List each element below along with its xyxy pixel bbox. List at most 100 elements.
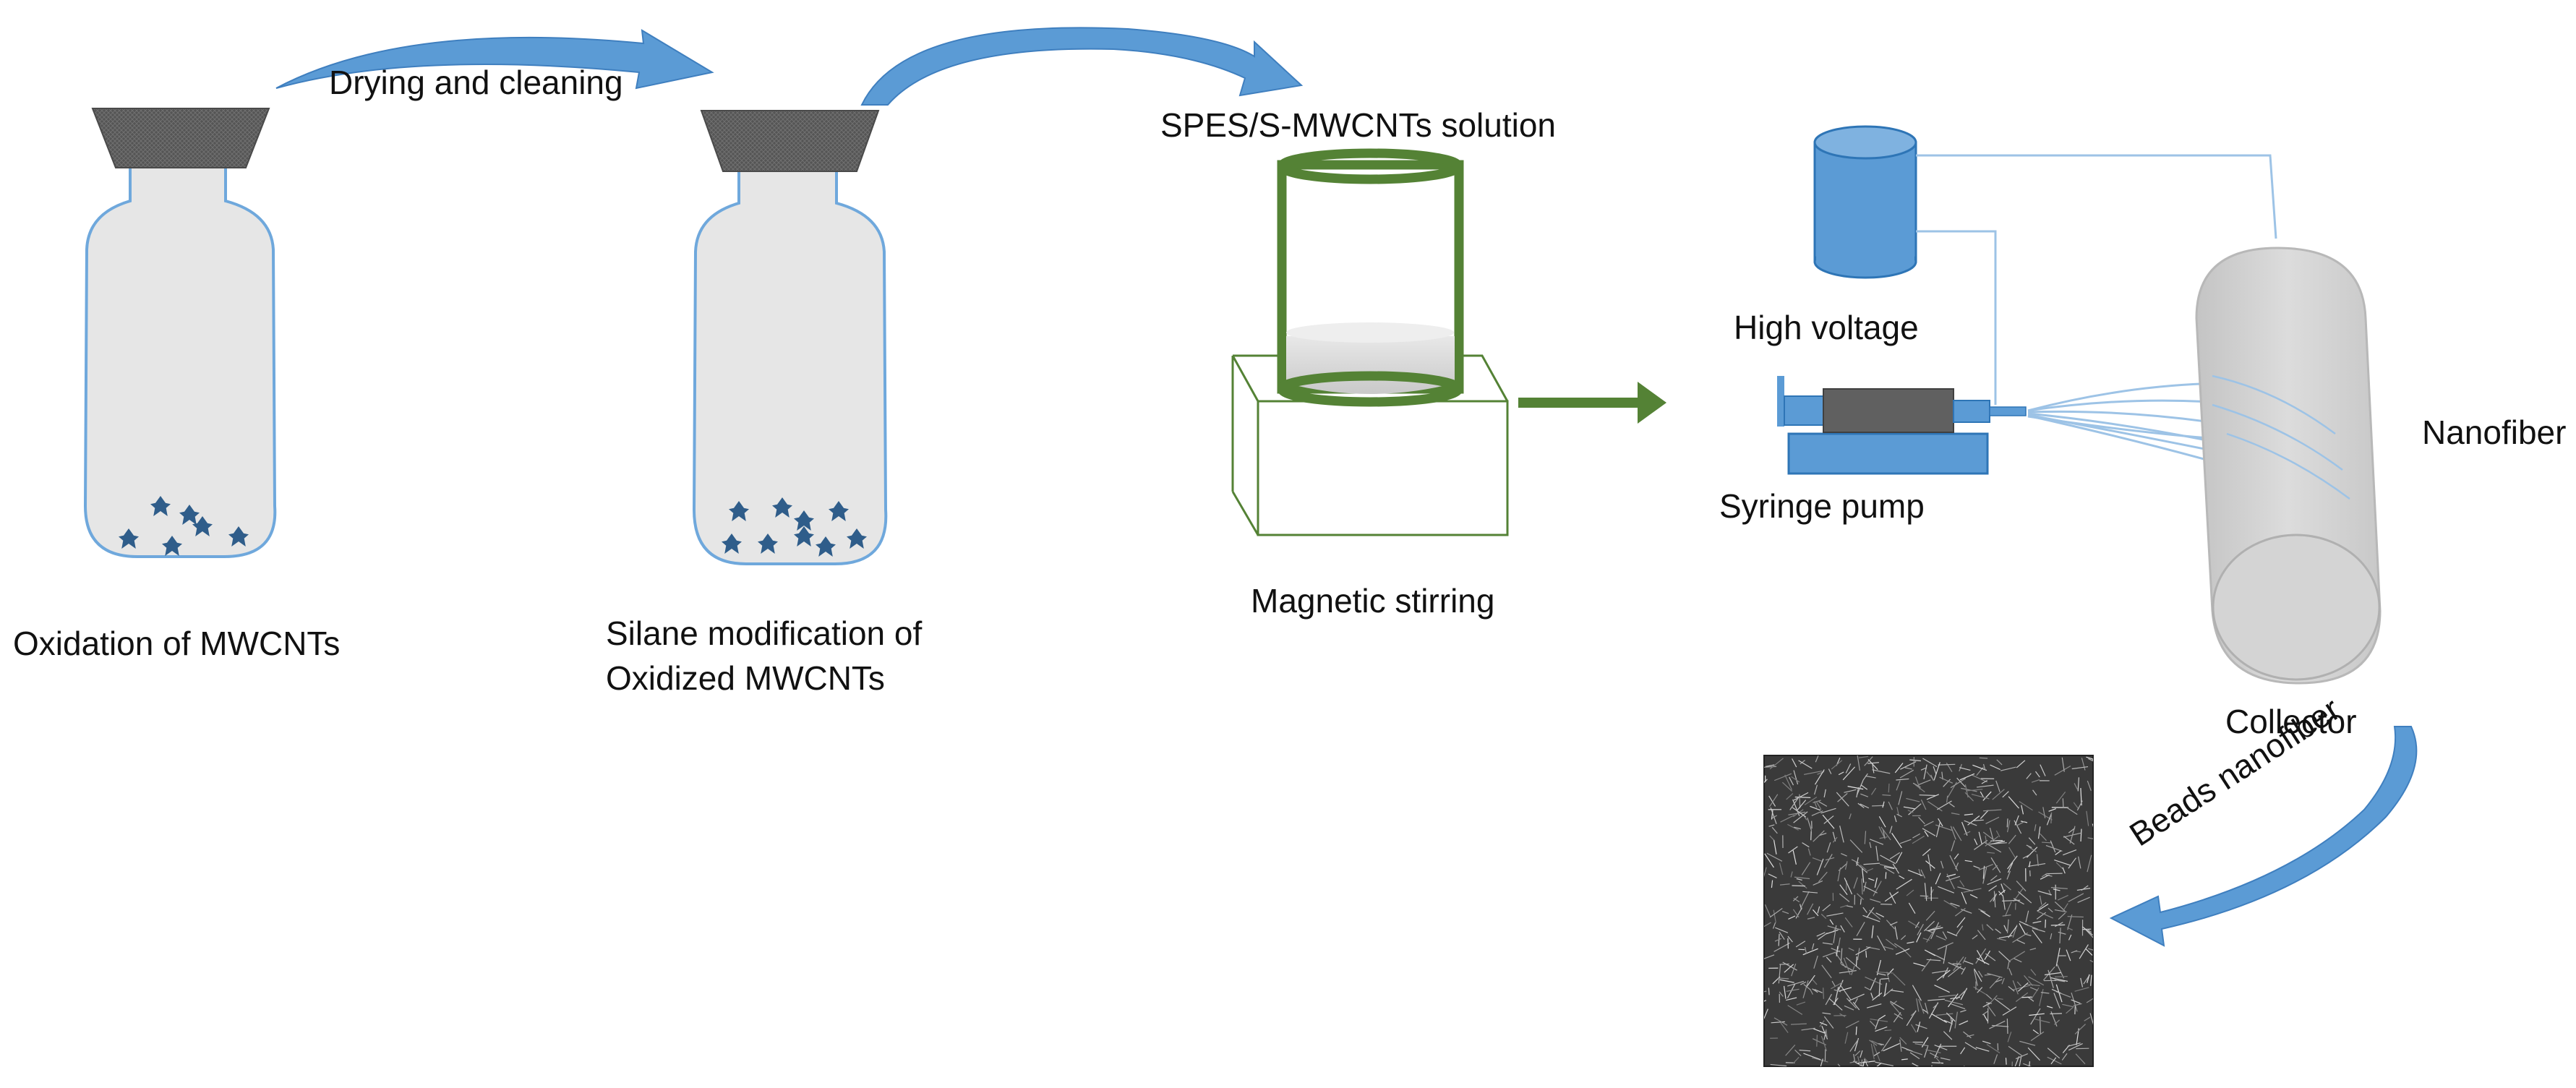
sem-fiber-strand xyxy=(2029,948,2037,951)
sem-fiber-strand xyxy=(1950,1016,1953,1025)
sem-fiber-strand xyxy=(1936,969,1951,981)
arrow-to-electrospinning xyxy=(1518,382,1666,424)
mwcnt-particle xyxy=(162,536,182,556)
sem-fiber-strand xyxy=(1825,857,1835,861)
sem-fiber-strand xyxy=(1862,1061,1865,1066)
sem-fiber-strand xyxy=(2008,796,2019,809)
sem-fiber-strand xyxy=(2085,948,2093,956)
sem-fiber-strand xyxy=(2014,1056,2020,1066)
sem-fiber-strand xyxy=(1851,859,1860,864)
sem-fiber-strand xyxy=(1896,807,1899,816)
sem-fiber-strand xyxy=(1976,957,1990,965)
sem-fiber-strand xyxy=(1982,1014,1988,1021)
sem-fiber-strand xyxy=(1954,1011,1958,1029)
sem-fiber-strand xyxy=(1983,809,2002,812)
flask-oxidation xyxy=(83,108,277,558)
sem-fiber-strand xyxy=(1943,779,1951,787)
sem-fiber-strand xyxy=(1890,990,1904,993)
sem-fiber-strand xyxy=(1812,857,1823,862)
sem-fiber-strand xyxy=(1856,787,1860,798)
sem-fiber-strand xyxy=(2028,861,2031,868)
sem-fiber-strand xyxy=(2047,1056,2062,1065)
sem-fiber-strand xyxy=(2028,976,2045,986)
sem-fiber-strand xyxy=(1963,1031,1972,1039)
sem-fiber-strand xyxy=(1844,789,1857,793)
sem-fiber-strand xyxy=(1967,1034,1974,1037)
sem-fiber-strand xyxy=(1779,991,1784,997)
sem-fiber-strand xyxy=(1886,972,1890,982)
sem-fiber-strand xyxy=(1777,977,1789,980)
sem-fiber-strand xyxy=(1987,972,2003,978)
sem-fiber-strand xyxy=(1901,1058,1908,1061)
sem-fiber-strand xyxy=(1793,792,1809,801)
beaker xyxy=(1277,148,1464,407)
sem-fiber-strand xyxy=(1842,766,1856,781)
sem-fiber-strand xyxy=(1858,755,1869,758)
sem-fiber-strand xyxy=(1878,1014,1886,1020)
sem-fiber-strand xyxy=(1918,816,1925,825)
sem-fiber-strand xyxy=(2022,854,2031,859)
sem-fiber-strand xyxy=(1987,852,1995,854)
sem-fiber-strand xyxy=(1840,925,1845,933)
sem-fiber-strand xyxy=(1954,908,1966,917)
sem-fiber-strand xyxy=(1802,891,1818,894)
sem-fiber-strand xyxy=(1845,957,1861,970)
sem-fiber-strand xyxy=(1899,1037,1907,1045)
sem-fiber-strand xyxy=(1993,893,1997,901)
sem-fiber-strand xyxy=(1973,865,1980,869)
sem-fiber-strand xyxy=(1909,1052,1920,1060)
sem-fiber-strand xyxy=(1822,814,1835,829)
sem-fiber-strand xyxy=(1768,795,1776,807)
sem-fiber-strand xyxy=(1802,980,1809,998)
sem-fiber-strand xyxy=(1974,838,1978,845)
label-collector: Collector xyxy=(2225,703,2357,740)
sem-fiber-strand xyxy=(1826,1029,1828,1038)
sem-fiber-strand xyxy=(1948,961,1965,970)
sem-fiber-strand xyxy=(1946,873,1955,890)
sem-fiber-strand xyxy=(1862,907,1867,913)
sem-fiber-strand xyxy=(1971,794,1990,800)
sem-fiber-strand xyxy=(1773,773,1792,781)
sem-fiber-strand xyxy=(1792,1056,1800,1064)
sem-fiber-strand xyxy=(2032,928,2045,933)
sem-fiber-strand xyxy=(1946,795,1948,803)
sem-fiber-strand xyxy=(1886,968,1894,976)
sem-fiber-strand xyxy=(2019,801,2033,811)
sem-fiber-strand xyxy=(1960,1047,1966,1055)
sem-fiber-strand xyxy=(1880,1037,1892,1052)
sem-fiber-strand xyxy=(2087,974,2090,983)
sem-fiber-strand xyxy=(1869,909,1881,920)
sem-fiber-strand xyxy=(2039,988,2044,1006)
sem-fiber-strand xyxy=(2002,895,2006,910)
sem-fiber-strand xyxy=(1837,1063,1841,1066)
sem-fiber-strand xyxy=(1785,1044,1796,1056)
sem-image xyxy=(1763,755,2094,1067)
sem-fiber-strand xyxy=(2045,919,2046,928)
sem-fiber-strand xyxy=(1934,1045,1948,1050)
sem-fiber-strand xyxy=(1951,1003,1966,1010)
sem-fiber-strand xyxy=(1990,875,1998,881)
sem-fiber-strand xyxy=(2028,837,2036,845)
sem-fiber-strand xyxy=(1779,963,1789,965)
sem-fiber-strand xyxy=(1853,1053,1856,1063)
sem-fiber-strand xyxy=(1907,941,1914,944)
sem-fiber-strand xyxy=(1871,925,1874,938)
sem-fiber-strand xyxy=(1870,1043,1875,1060)
sem-fiber-strand xyxy=(1937,800,1952,810)
label-nanofiber: Nanofiber xyxy=(2422,414,2567,451)
sem-fiber-strand xyxy=(1893,973,1906,986)
sem-fiber-strand xyxy=(1787,980,1805,987)
sem-fiber-strand xyxy=(1988,885,1998,892)
sem-fiber-strand xyxy=(2032,1029,2039,1035)
sem-fiber-strand xyxy=(1779,979,1794,983)
sem-fiber-strand xyxy=(1852,1001,1860,1011)
sem-fiber-strand xyxy=(1864,986,1871,991)
sem-fiber-strand xyxy=(1931,1065,1933,1066)
sem-fiber-strand xyxy=(1962,956,1967,964)
mwcnt-particles xyxy=(722,497,867,557)
sem-fiber-strand xyxy=(1886,938,1897,948)
sem-fiber-strand xyxy=(2032,789,2037,796)
sem-fiber-strand xyxy=(1998,935,2013,939)
sem-fiber-strand xyxy=(1964,784,1969,798)
sem-fiber-strand xyxy=(2067,914,2073,930)
